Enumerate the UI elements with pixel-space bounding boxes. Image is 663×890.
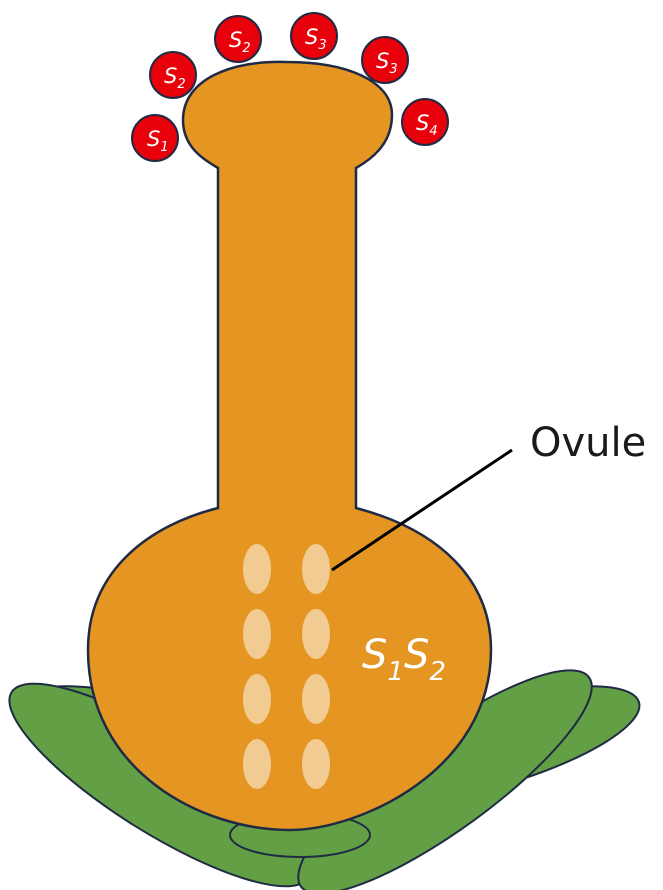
ovule bbox=[302, 544, 330, 594]
pollen-grain: S3 bbox=[291, 13, 337, 59]
genotype-allele-a: S bbox=[362, 632, 387, 678]
ovule-label: Ovule bbox=[530, 420, 646, 466]
ovule bbox=[243, 544, 271, 594]
pollen-allele-subscript: 2 bbox=[242, 41, 250, 56]
pollen-allele-subscript: 3 bbox=[389, 62, 397, 77]
ovule bbox=[243, 739, 271, 789]
pollen-allele-subscript: 4 bbox=[429, 124, 437, 139]
pollen-allele: S bbox=[305, 25, 318, 49]
genotype-allele-b: S bbox=[404, 632, 429, 678]
pollen-allele: S bbox=[376, 49, 389, 73]
pollen-allele: S bbox=[147, 127, 160, 151]
pollen-grain: S1 bbox=[132, 115, 178, 161]
pollen-allele: S bbox=[416, 111, 429, 135]
pollen-grain: S2 bbox=[215, 16, 261, 62]
pollen-allele: S bbox=[164, 64, 177, 88]
ovule bbox=[302, 674, 330, 724]
genotype-allele-a-subscript: 1 bbox=[387, 657, 404, 687]
ovule bbox=[302, 609, 330, 659]
pollen-allele-subscript: 2 bbox=[177, 77, 185, 92]
pollen-grain: S2 bbox=[150, 52, 196, 98]
ovule bbox=[243, 609, 271, 659]
pollen-grain: S4 bbox=[402, 99, 448, 145]
pollen-allele: S bbox=[229, 28, 242, 52]
ovule bbox=[302, 739, 330, 789]
pollen-grain: S3 bbox=[362, 37, 408, 83]
ovule bbox=[243, 674, 271, 724]
genotype-allele-b-subscript: 2 bbox=[429, 657, 446, 687]
pollen-allele-subscript: 3 bbox=[318, 38, 326, 53]
pistil bbox=[88, 62, 491, 830]
pollen-allele-subscript: 1 bbox=[160, 140, 168, 155]
